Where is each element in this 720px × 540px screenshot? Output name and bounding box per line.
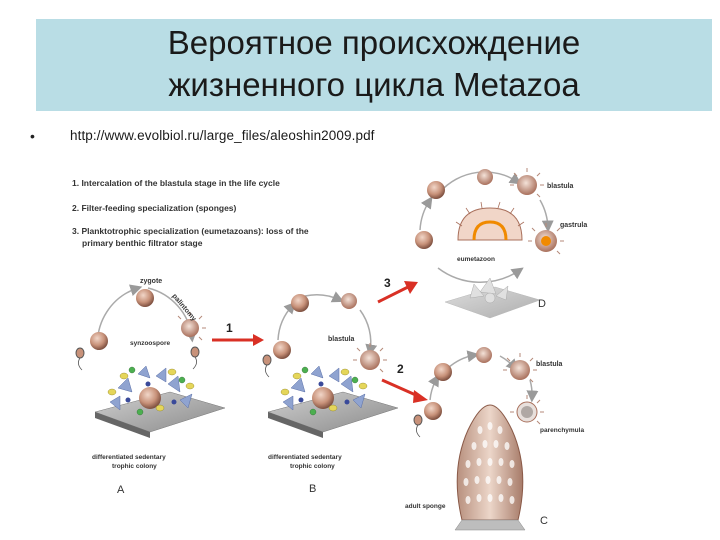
arrow-2-label: 2 <box>397 362 404 376</box>
eumetazoon <box>456 202 524 240</box>
flagellate <box>414 415 422 437</box>
cycle-arrow <box>530 380 532 398</box>
label-gastrula: gastrula <box>560 222 587 229</box>
morula-cell <box>477 169 493 185</box>
cycle-arrow <box>420 200 430 230</box>
flagellate <box>191 347 199 369</box>
morula-cell <box>341 293 357 309</box>
zygote-cell <box>136 289 154 307</box>
label-zygote: zygote <box>140 278 162 285</box>
panel-label-c: C <box>540 515 548 527</box>
panel-label-d: D <box>538 298 546 310</box>
label-palintomy: palintomy <box>170 293 197 323</box>
cell <box>90 332 108 350</box>
arrow-3-label: 3 <box>384 276 391 290</box>
panel-c: blastula parenchymula adult sponge C <box>405 347 584 530</box>
arrow-3: 3 <box>378 276 418 302</box>
cycle-arrow <box>430 378 437 400</box>
panel-label-a: A <box>117 484 125 496</box>
gastrula <box>528 223 564 254</box>
cell <box>273 341 291 359</box>
label-colony-b-1: differentiated sedentary <box>268 454 342 461</box>
cycle-arrow <box>540 200 548 228</box>
arrow-1: 1 <box>212 321 264 346</box>
label-adult-sponge: adult sponge <box>405 503 446 510</box>
label-colony-a-1: differentiated sedentary <box>92 454 166 461</box>
label-blastula-d: blastula <box>547 183 574 190</box>
label-colony-b-2: trophic colony <box>290 463 335 470</box>
arrow-1-label: 1 <box>226 321 233 335</box>
adult-sponge <box>455 405 525 530</box>
flagellate <box>76 348 84 370</box>
label-colony-a-2: trophic colony <box>112 463 157 470</box>
flagellate <box>263 355 271 377</box>
panel-a: zygote palintomy synzoospore diff <box>76 278 225 496</box>
panel-d: eumetazoon blastula gastrula D <box>415 168 587 318</box>
cycle-arrow <box>305 295 340 300</box>
panel-b: blastula differentiated sedentary tro <box>263 293 398 495</box>
zygote-cell <box>291 294 309 312</box>
blastula-d <box>510 168 544 197</box>
cell <box>415 231 433 249</box>
label-synzoospore: synzoospore <box>130 340 170 347</box>
zygote-cell <box>427 181 445 199</box>
cycle-arrow <box>448 355 475 368</box>
label-blastula-b: blastula <box>328 336 355 343</box>
blastula-c <box>503 353 537 382</box>
zygote-cell <box>434 363 452 381</box>
cycle-arrow <box>278 305 293 340</box>
morula-cell <box>476 347 492 363</box>
label-eumetazoon: eumetazoon <box>457 256 495 263</box>
panel-label-b: B <box>309 483 316 495</box>
cycle-arrow <box>360 310 371 352</box>
label-parenchymula: parenchymula <box>540 427 584 434</box>
parenchymula <box>510 395 544 424</box>
cell <box>424 402 442 420</box>
cycle-arrow <box>438 268 520 282</box>
arrow-2: 2 <box>382 362 428 403</box>
label-blastula-c: blastula <box>536 361 563 368</box>
